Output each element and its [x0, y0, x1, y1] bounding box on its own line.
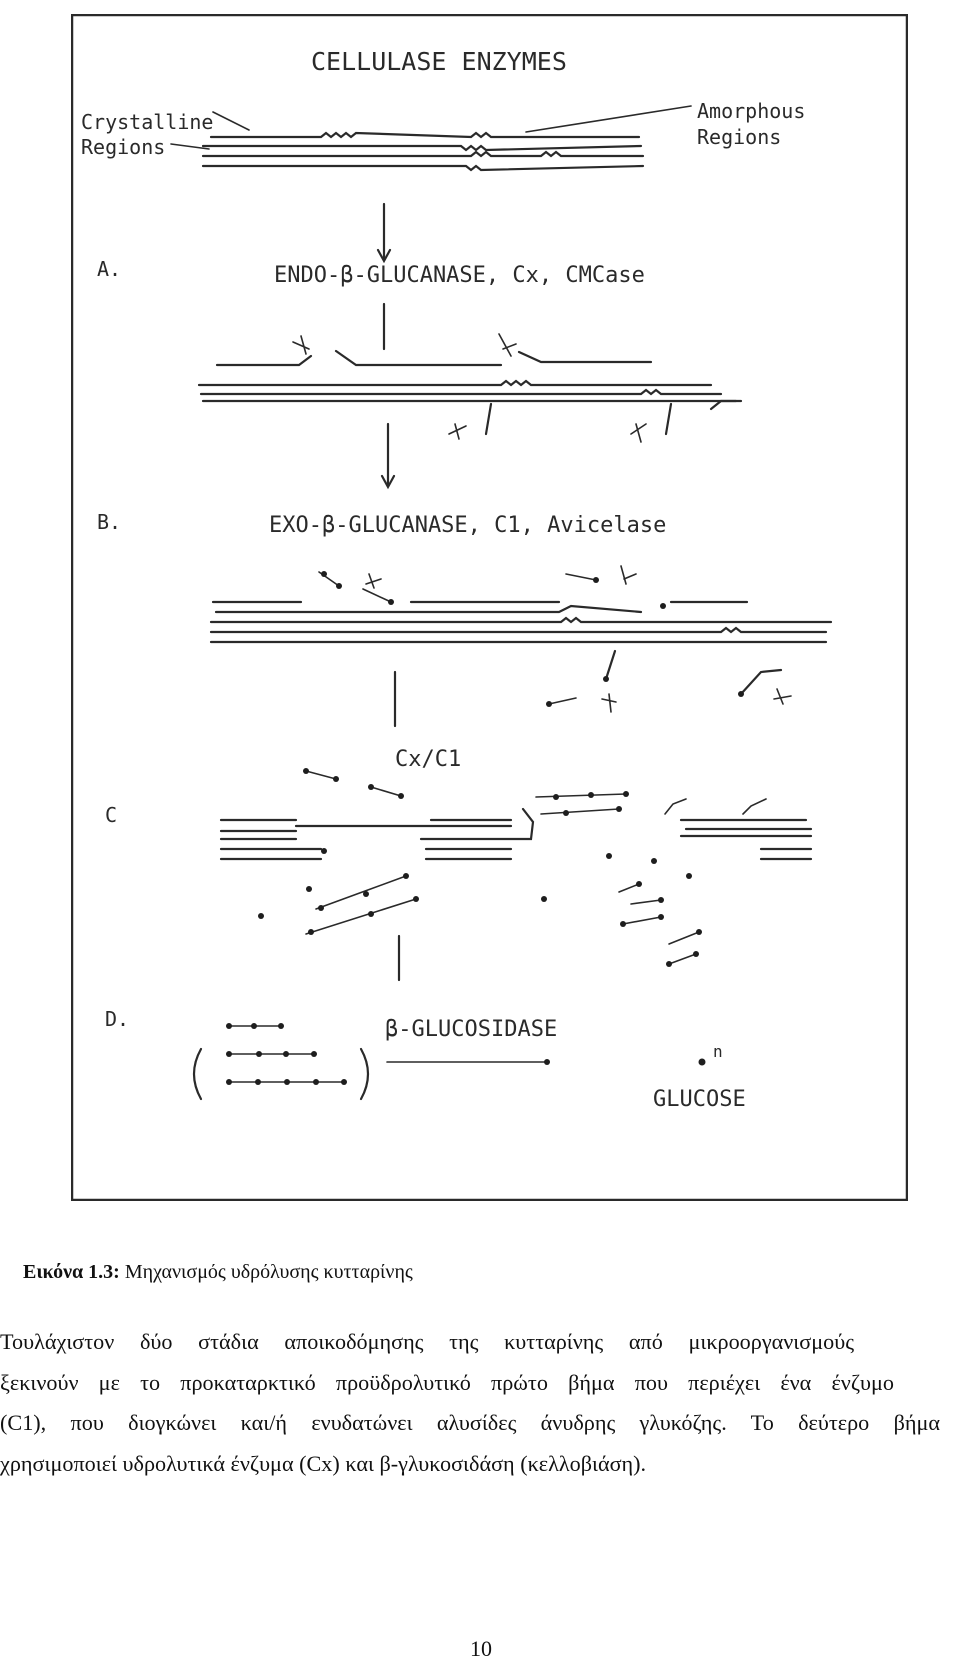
step-c-letter: C	[105, 803, 117, 827]
cellulose-fibres-initial	[201, 131, 645, 172]
step-b-enzyme: EXO-β-GLUCANASE, C1, Avicelase	[269, 513, 666, 538]
step-c-fragments	[219, 768, 813, 967]
paragraph-line-1: Τουλάχιστον δύο στάδια αποικοδόμησης της…	[0, 1329, 854, 1354]
paragraph-line-4: χρησιμοποιεί υδρολυτικά ένζυμα (Cx) και …	[0, 1450, 647, 1476]
arrow-head-b	[380, 474, 396, 490]
cellulase-figure: CELLULASE ENZYMES Crystalline Regions Am…	[71, 14, 908, 1201]
step-d-letter: D.	[105, 1007, 129, 1031]
caption-text: Μηχανισμός υδρόλυσης κυτταρίνης	[119, 1261, 413, 1283]
arrow-head-a	[376, 248, 392, 264]
paragraph-line-2: ξεκινούν με το προκαταρκτικό προϋδρολυτι…	[0, 1369, 894, 1395]
amorphous-label-line1: Amorphous	[697, 99, 805, 123]
figure-caption: Εικόνα 1.3: Μηχανισμός υδρόλυσης κυτταρί…	[23, 1261, 413, 1284]
crystalline-label-line2: Regions	[81, 135, 165, 159]
caption-label: Εικόνα 1.3:	[23, 1261, 120, 1283]
step-a-letter: A.	[97, 257, 121, 281]
page-number: 10	[470, 1636, 492, 1661]
step-c-enzyme: Cx/C1	[395, 747, 461, 772]
step-b-letter: B.	[97, 510, 121, 534]
figure-canvas: CELLULASE ENZYMES Crystalline Regions Am…	[71, 14, 908, 1201]
step-d-enzyme: β-GLUCOSIDASE	[385, 1017, 557, 1042]
amorphous-label-line2: Regions	[697, 125, 781, 149]
step-b-fibres	[209, 565, 833, 713]
paragraph-line-3: (C1), που διογκώνει και/ή ενυδατώνει αλυ…	[0, 1410, 940, 1435]
step-a-enzyme: ENDO-β-GLUCANASE, Cx, CMCase	[274, 263, 645, 288]
glucose-subscript-n: n	[713, 1042, 723, 1061]
figure-border	[71, 14, 908, 1201]
label-pointers	[170, 105, 692, 150]
crystalline-label-line1: Crystalline	[81, 110, 213, 134]
step-d-oligosaccharides	[192, 1023, 550, 1101]
glucose-label: GLUCOSE	[653, 1087, 746, 1112]
glucose-dot	[698, 1058, 706, 1066]
body-paragraph: Τουλάχιστον δύο στάδια αποικοδόμησης της…	[0, 1322, 960, 1484]
figure-title: CELLULASE ENZYMES	[311, 47, 567, 76]
step-a-fibres	[197, 333, 743, 443]
